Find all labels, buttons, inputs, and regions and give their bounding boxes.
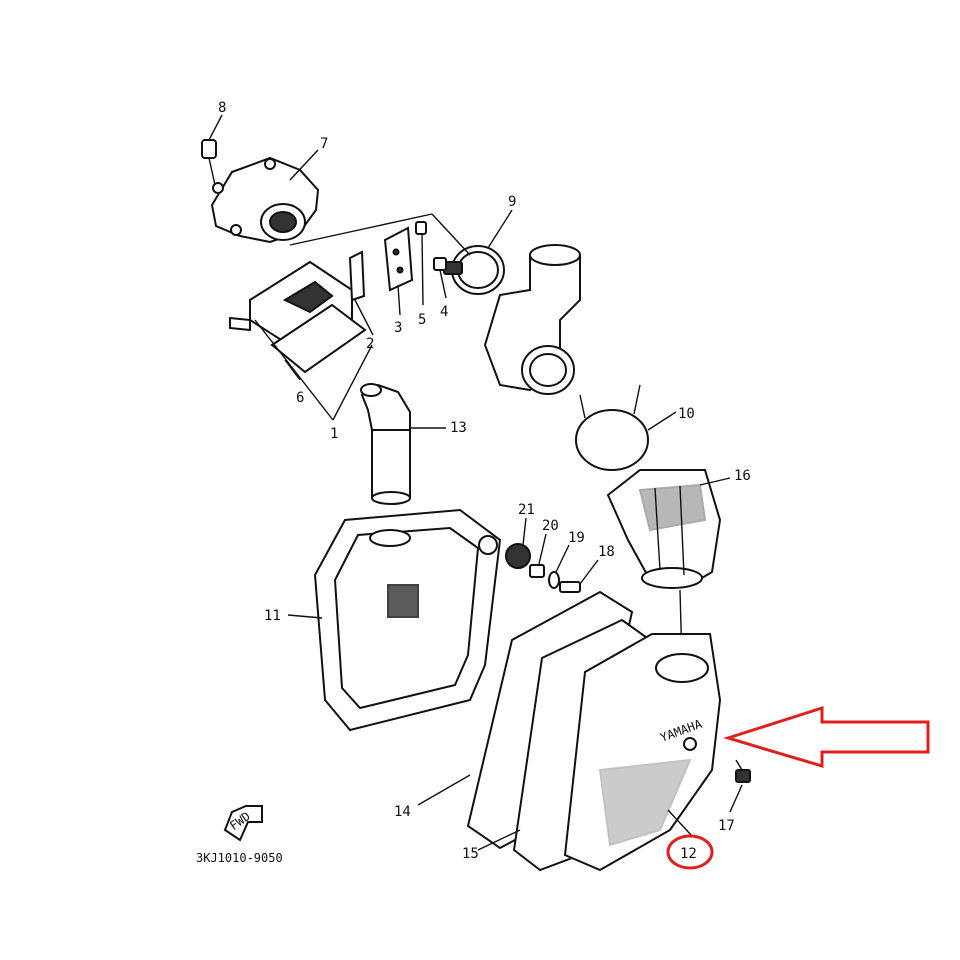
leader-14 (417, 774, 471, 806)
part-12-cover: YAMAHA (563, 633, 722, 872)
leader-manifold-to-screw (289, 213, 433, 246)
part-2-reed-plate (348, 250, 366, 302)
fwd-arrow: FWD (223, 805, 263, 842)
callout-17: 17 (718, 818, 735, 834)
part-20-collar (529, 564, 545, 578)
callout-21: 21 (518, 502, 535, 518)
leader-1b (332, 344, 373, 421)
leader-1a (254, 319, 334, 421)
leader-8 (208, 114, 223, 141)
part-5-screw (415, 221, 447, 271)
leader-15 (477, 829, 521, 851)
callout-11: 11 (264, 608, 281, 624)
part-19-washer (548, 571, 560, 589)
leader-17 (729, 784, 743, 813)
callout-12: 12 (680, 846, 697, 862)
callout-1: 1 (330, 426, 338, 442)
part-13-duct (360, 383, 411, 505)
part-18-bolt (559, 581, 581, 593)
part-7-manifold (210, 156, 320, 244)
leader-screw-to-clamp (431, 213, 471, 256)
callout-16: 16 (734, 468, 751, 484)
callout-3: 3 (394, 320, 402, 336)
leader-11 (287, 614, 323, 619)
leader-6 (284, 359, 301, 381)
leader-7 (289, 149, 319, 181)
leader-3 (397, 284, 401, 316)
leader-20 (538, 533, 547, 565)
leader-9 (487, 209, 513, 249)
leader-10 (647, 411, 677, 431)
leader-21 (522, 517, 527, 546)
leader-12 (667, 809, 693, 837)
callout-4: 4 (440, 304, 448, 320)
leader-19 (555, 544, 570, 573)
callout-6: 6 (296, 390, 304, 406)
callout-5: 5 (418, 312, 426, 328)
callout-7: 7 (320, 136, 328, 152)
callout-13: 13 (450, 420, 467, 436)
leader-5 (421, 233, 424, 306)
part-17-screw (735, 759, 751, 783)
highlight-circle (666, 834, 714, 870)
callout-10: 10 (678, 406, 695, 422)
callout-8: 8 (218, 100, 226, 116)
callout-18: 18 (598, 544, 615, 560)
part-9-clamp (443, 245, 505, 295)
callout-20: 20 (542, 518, 559, 534)
part-3-stopper (383, 226, 414, 292)
part-10-clip (575, 384, 649, 471)
part-21-grommet (505, 543, 531, 569)
callout-19: 19 (568, 530, 585, 546)
part-11-filter-case (313, 508, 502, 732)
callout-14: 14 (394, 804, 411, 820)
intake-joint (483, 244, 581, 395)
callout-2: 2 (366, 336, 374, 352)
diagram-code: 3KJ1010-9050 (196, 851, 283, 865)
part-6-gasket (270, 303, 367, 374)
highlight-arrow (722, 705, 930, 769)
callout-15: 15 (462, 846, 479, 862)
leader-4 (439, 269, 447, 299)
leader-18 (579, 559, 599, 585)
part-16-funnel (606, 469, 722, 589)
callout-9: 9 (508, 194, 516, 210)
leader-16 (699, 477, 731, 486)
leader-2 (354, 299, 374, 336)
part-8-bolt (201, 139, 217, 186)
